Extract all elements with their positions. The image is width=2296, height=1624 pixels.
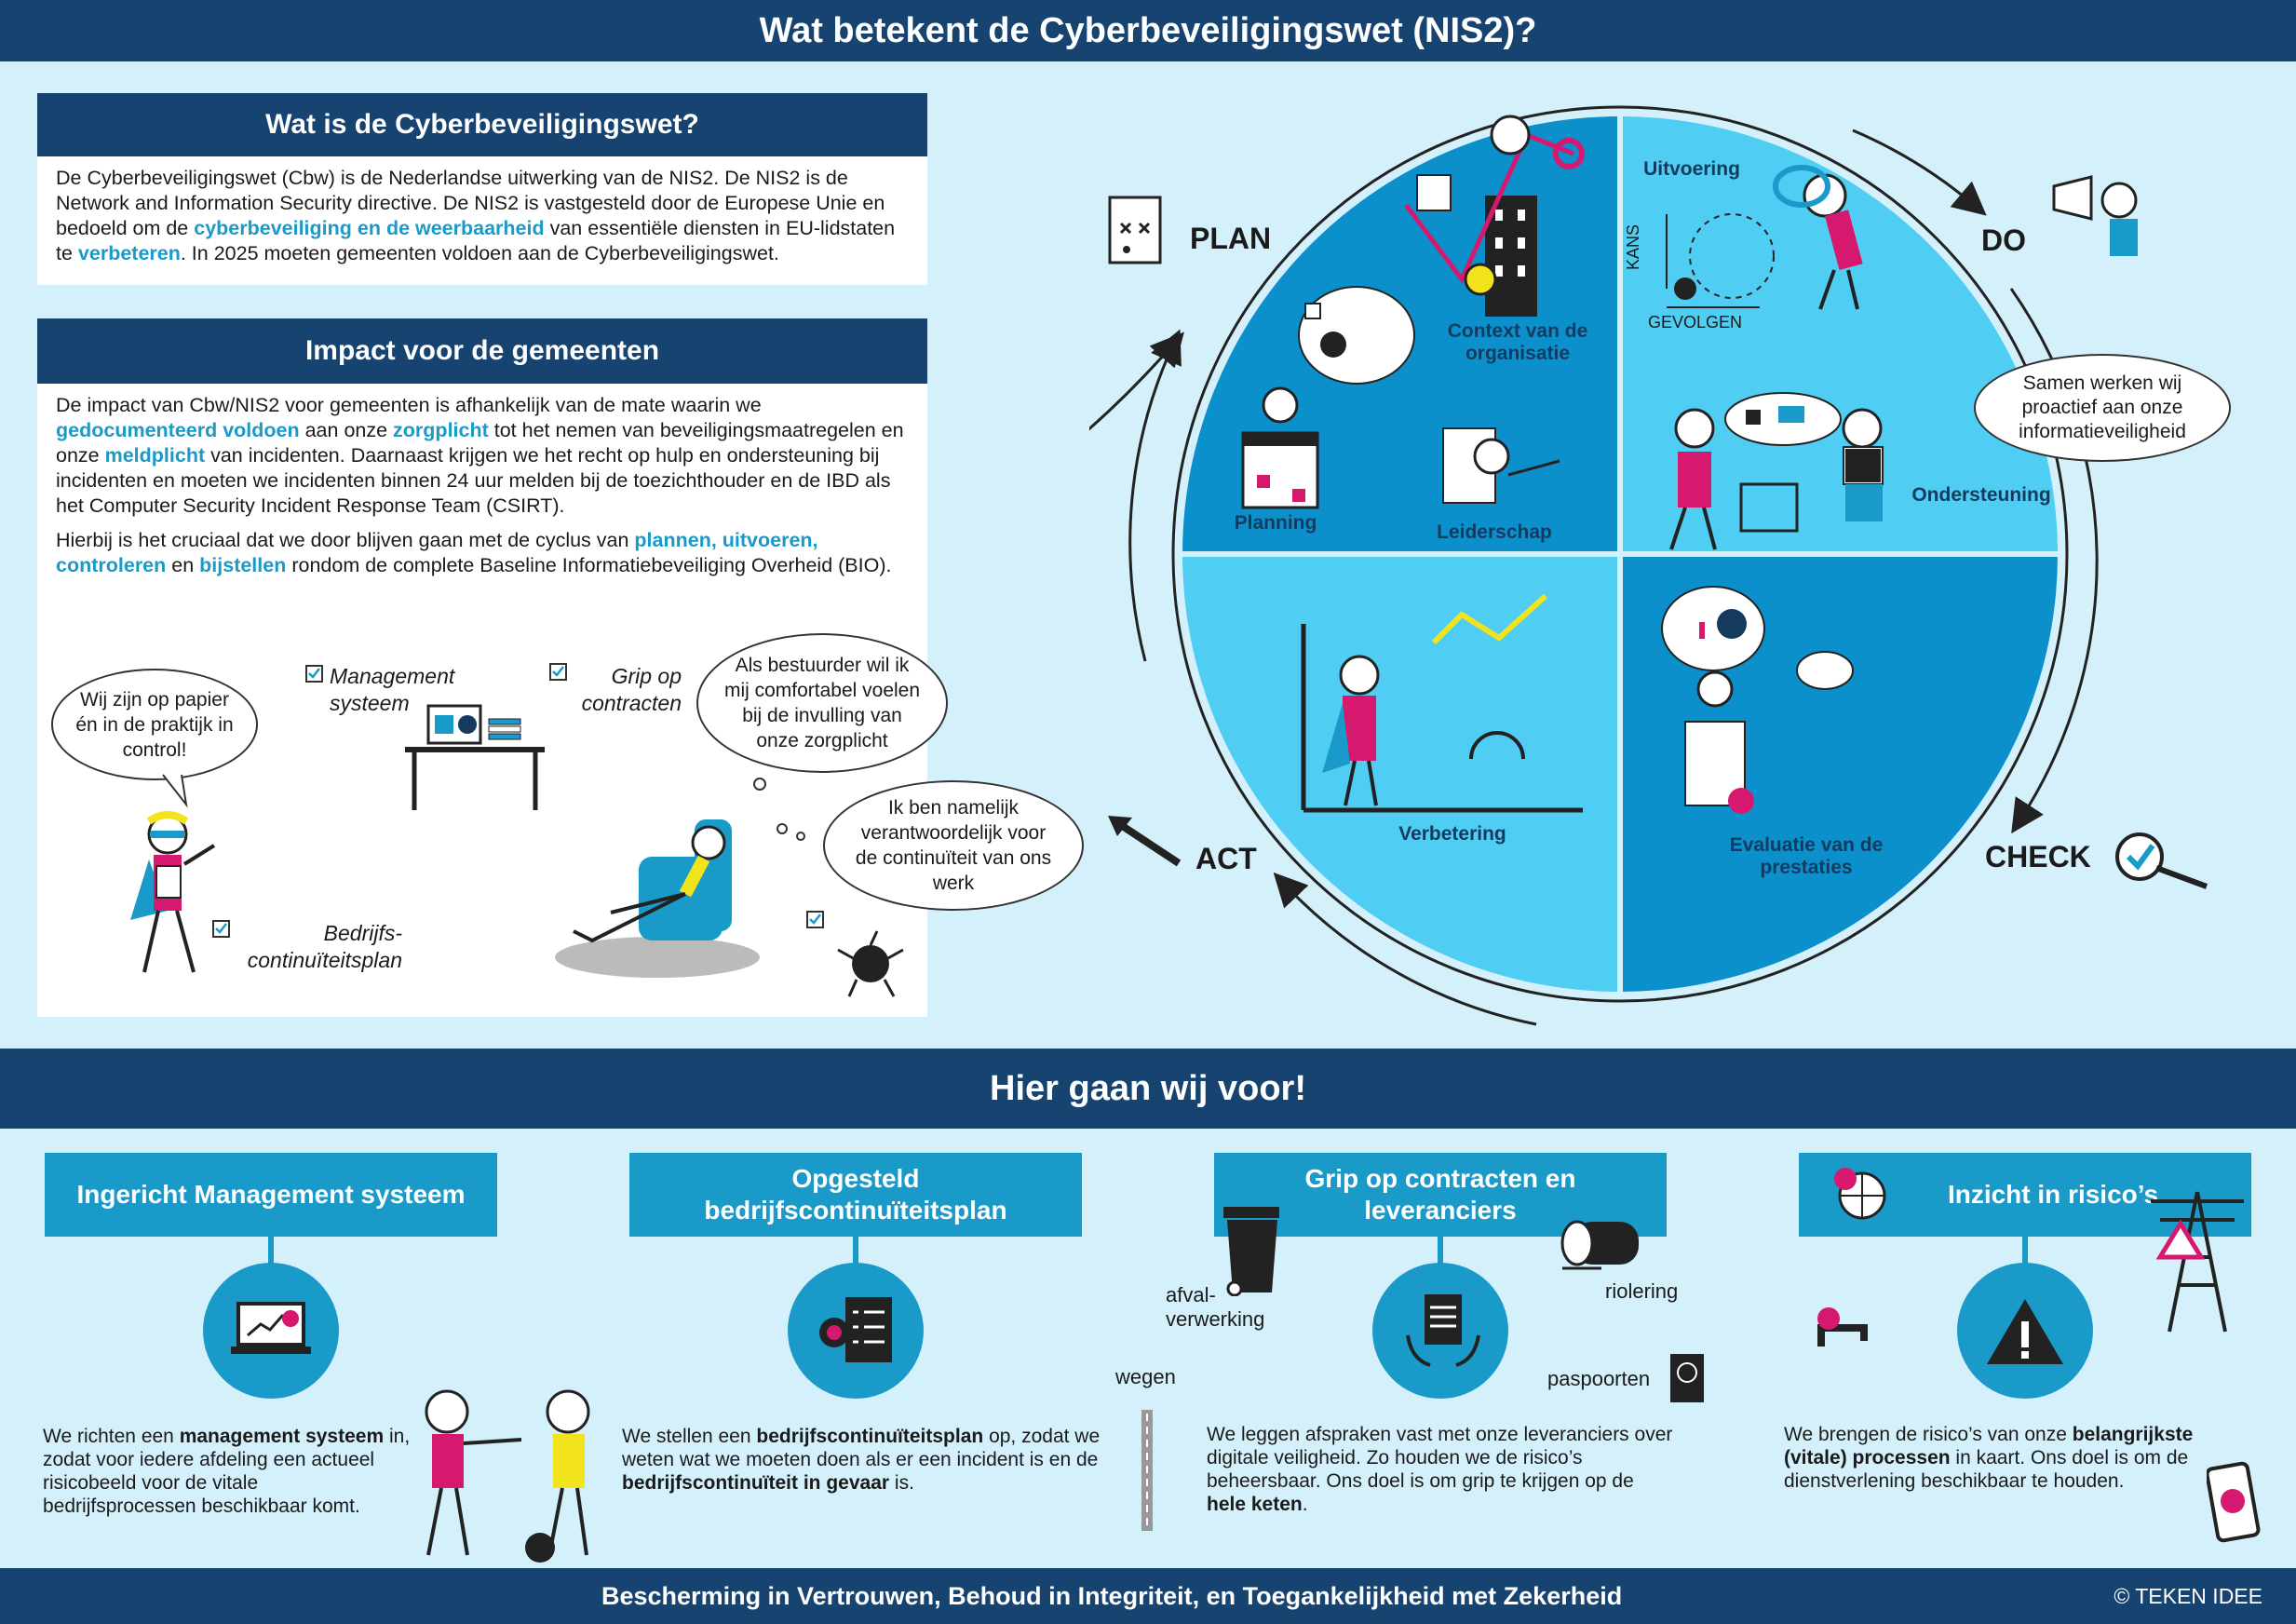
what-text: De Cyberbeveiligingswet (Cbw) is de Nede… — [56, 167, 896, 264]
check-management-label: Management systeem — [330, 664, 455, 715]
footer-copyright: © TEKEN IDEE — [2114, 1584, 2262, 1608]
thought-dots — [753, 778, 805, 841]
pdca-plan-label: PLAN — [1190, 222, 1272, 255]
pillar-management-text: We richten een management systeem in, zo… — [43, 1426, 411, 1517]
pdca-act-label: ACT — [1195, 842, 1257, 875]
checkbox-icon — [212, 920, 230, 938]
check-contracts-label: Grip op contracten — [581, 664, 682, 715]
hero-with-plan-illustration — [130, 811, 216, 973]
pillar-stem — [268, 1237, 274, 1270]
two-people-bomb-illustration — [425, 1389, 590, 1563]
pdca-do-label: DO — [1981, 223, 2026, 257]
desk-illustration — [405, 704, 545, 810]
power-tower-icon — [2151, 1191, 2244, 1333]
pillar-management-title: Ingericht Management systeem — [45, 1153, 497, 1237]
check-magnifier-icon — [2115, 832, 2208, 889]
pdca-evaluatie-label: Evaluatie van de prestaties — [1729, 834, 1884, 878]
pillar-stem — [853, 1237, 858, 1270]
pdca-verbetering-label: Verbetering — [1398, 823, 1506, 845]
pdca-wheel — [1089, 105, 2099, 1026]
pillar-bcp-title: Opgesteld bedrijfscontinuïteitsplan — [629, 1153, 1082, 1237]
sewer-pipe-icon — [1560, 1220, 1639, 1270]
label-paspoorten: paspoorten — [1547, 1367, 1651, 1390]
document-hands-icon — [1372, 1263, 1508, 1399]
warning-icon — [1957, 1263, 2093, 1399]
checkbox-icon — [549, 663, 567, 681]
label-wegen: wegen — [1115, 1365, 1176, 1388]
bomb-character-icon — [837, 930, 904, 997]
pillar-contracts-text: We leggen afspraken vast met onze levera… — [1207, 1424, 1673, 1515]
laptop-chart-icon — [203, 1263, 339, 1399]
footer-slogan: Bescherming in Vertrouwen, Behoud in Int… — [601, 1582, 1623, 1610]
impact-text-1: De impact van Cbw/NIS2 voor gemeenten is… — [56, 394, 904, 517]
bubble-bestuurder: Als bestuurder wil ik mij comfortabel vo… — [696, 633, 948, 773]
pdca-leiderschap-label: Leiderschap — [1437, 521, 1552, 543]
bubble-verantwoordelijk: Ik ben namelijk verantwoordelijk voor de… — [823, 780, 1084, 911]
megaphone-person-icon — [2052, 175, 2138, 256]
checklist-alarm-icon — [788, 1263, 924, 1399]
label-riolering: riolering — [1605, 1279, 1679, 1303]
pillar-stem — [2022, 1237, 2028, 1270]
water-tap-icon — [1817, 1307, 1868, 1347]
check-bcp-label: Bedrijfs-continuïteitsplan — [247, 921, 402, 972]
act-arrow-icon — [1108, 816, 1182, 867]
page-title: Wat betekent de Cyberbeveiligingswet (NI… — [0, 0, 2296, 61]
pillar-contracts-title: Grip op contracten en leveranciers — [1214, 1153, 1667, 1237]
phone-blocked-icon — [2207, 1461, 2261, 1543]
globe-warning-icon — [1834, 1168, 1886, 1220]
checkbox-icon — [806, 911, 824, 928]
pdca-ondersteuning-label: Ondersteuning — [1911, 484, 2051, 506]
plan-document-icon — [1108, 196, 1162, 264]
bubble-samen-werken: Samen werken wij proactief aan onze info… — [1974, 354, 2231, 462]
person-in-chair-illustration — [555, 819, 760, 978]
checkbox-icon — [305, 665, 323, 683]
pdca-context-label: Context van de organisatie — [1447, 320, 1588, 364]
bubble-tail-1 — [162, 774, 188, 808]
pillar-bcp-text: We stellen een bedrijfscontinuïteitsplan… — [622, 1426, 1101, 1494]
pdca-kans-label: KANS — [1624, 223, 1642, 270]
pillar-risks-text: We brengen de risico’s van onze belangri… — [1784, 1424, 2194, 1492]
impact-title: Impact voor de gemeenten — [37, 318, 927, 384]
footer-bar: Bescherming in Vertrouwen, Behoud in Int… — [0, 1568, 2296, 1624]
passport-icon — [1670, 1354, 1704, 1402]
pdca-check-label: CHECK — [1985, 840, 2091, 873]
road-icon — [1141, 1410, 1153, 1531]
pillar-stem — [1438, 1237, 1443, 1270]
pdca-gevolgen-label: GEVOLGEN — [1648, 313, 1743, 332]
what-title: Wat is de Cyberbeveiligingswet? — [37, 93, 927, 156]
bubble-in-control: Wij zijn op papier én in de praktijk in … — [51, 669, 258, 780]
label-afvalverwerking: afval-verwerking — [1166, 1283, 1265, 1331]
pdca-planning-label: Planning — [1234, 512, 1317, 534]
pdca-uitvoering-label: Uitvoering — [1643, 158, 1740, 180]
impact-text-2: Hierbij is het cruciaal dat we door blij… — [56, 529, 892, 576]
what-panel: Wat is de Cyberbeveiligingswet? De Cyber… — [37, 93, 927, 285]
waste-bin-icon — [1223, 1207, 1279, 1296]
section-title: Hier gaan wij voor! — [0, 1049, 2296, 1129]
